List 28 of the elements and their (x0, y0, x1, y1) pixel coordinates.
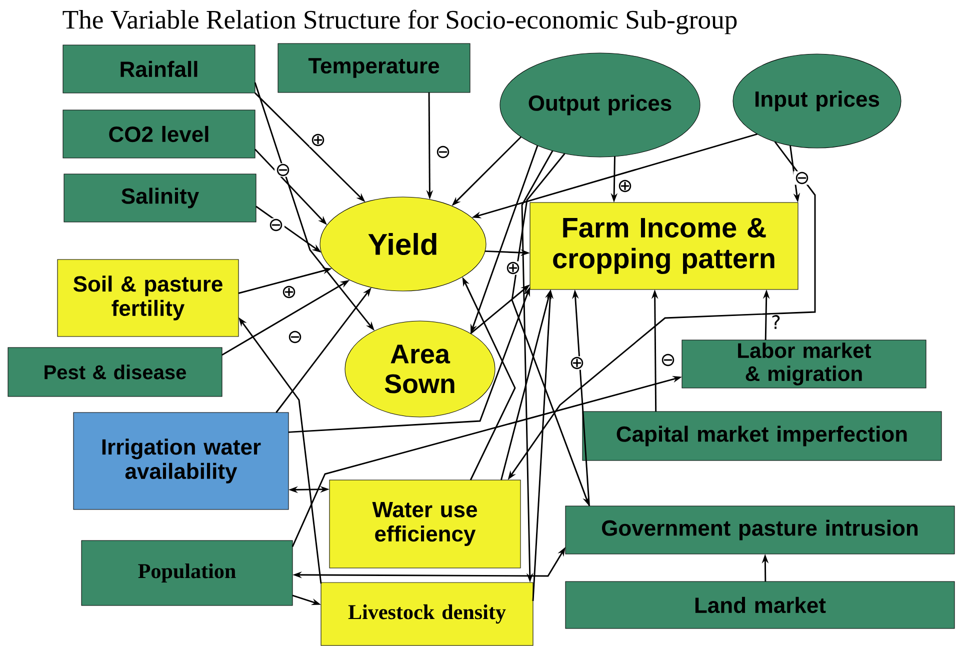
edge-label: ⊖ (286, 330, 304, 344)
factor-box: Capital market imperfection (582, 411, 942, 461)
edge-label: ⊕ (310, 133, 326, 147)
factor-box: Labor market & migration (682, 340, 926, 388)
edge-label: ⊖ (434, 145, 452, 159)
factor-box: Rainfall (62, 44, 256, 94)
factor-box: Population (81, 540, 293, 606)
factor-box: Farm Income & cropping pattern (530, 202, 798, 290)
title: The Variable Relation Structure for Socio-economic Sub-group (62, 10, 737, 34)
factor-box: Soil & pasture fertility (57, 259, 239, 337)
factor-box: Temperature (278, 43, 470, 93)
factor-box: Government pasture intrusion (565, 506, 955, 554)
edge-label: ? (770, 314, 782, 330)
factor-box: Pest & disease (8, 347, 222, 397)
edge-label: ⊖ (660, 353, 676, 367)
edge-label: ⊕ (504, 261, 522, 275)
edge-label: ⊕ (280, 285, 298, 299)
edge-label: ⊖ (268, 218, 284, 232)
factor-box: Irrigation water availability (73, 412, 289, 510)
factor-box: Salinity (64, 174, 256, 222)
factor-box: Livestock density (320, 582, 534, 646)
edge-label: ⊖ (274, 163, 292, 177)
factor-box: CO2 level (62, 110, 256, 158)
factor-box: Water use efficiency (329, 480, 521, 568)
factor-box: Land market (565, 581, 955, 629)
edge-label: ⊖ (794, 171, 810, 185)
edge-label: ⊕ (568, 356, 586, 370)
edge-label: ⊕ (616, 179, 634, 193)
